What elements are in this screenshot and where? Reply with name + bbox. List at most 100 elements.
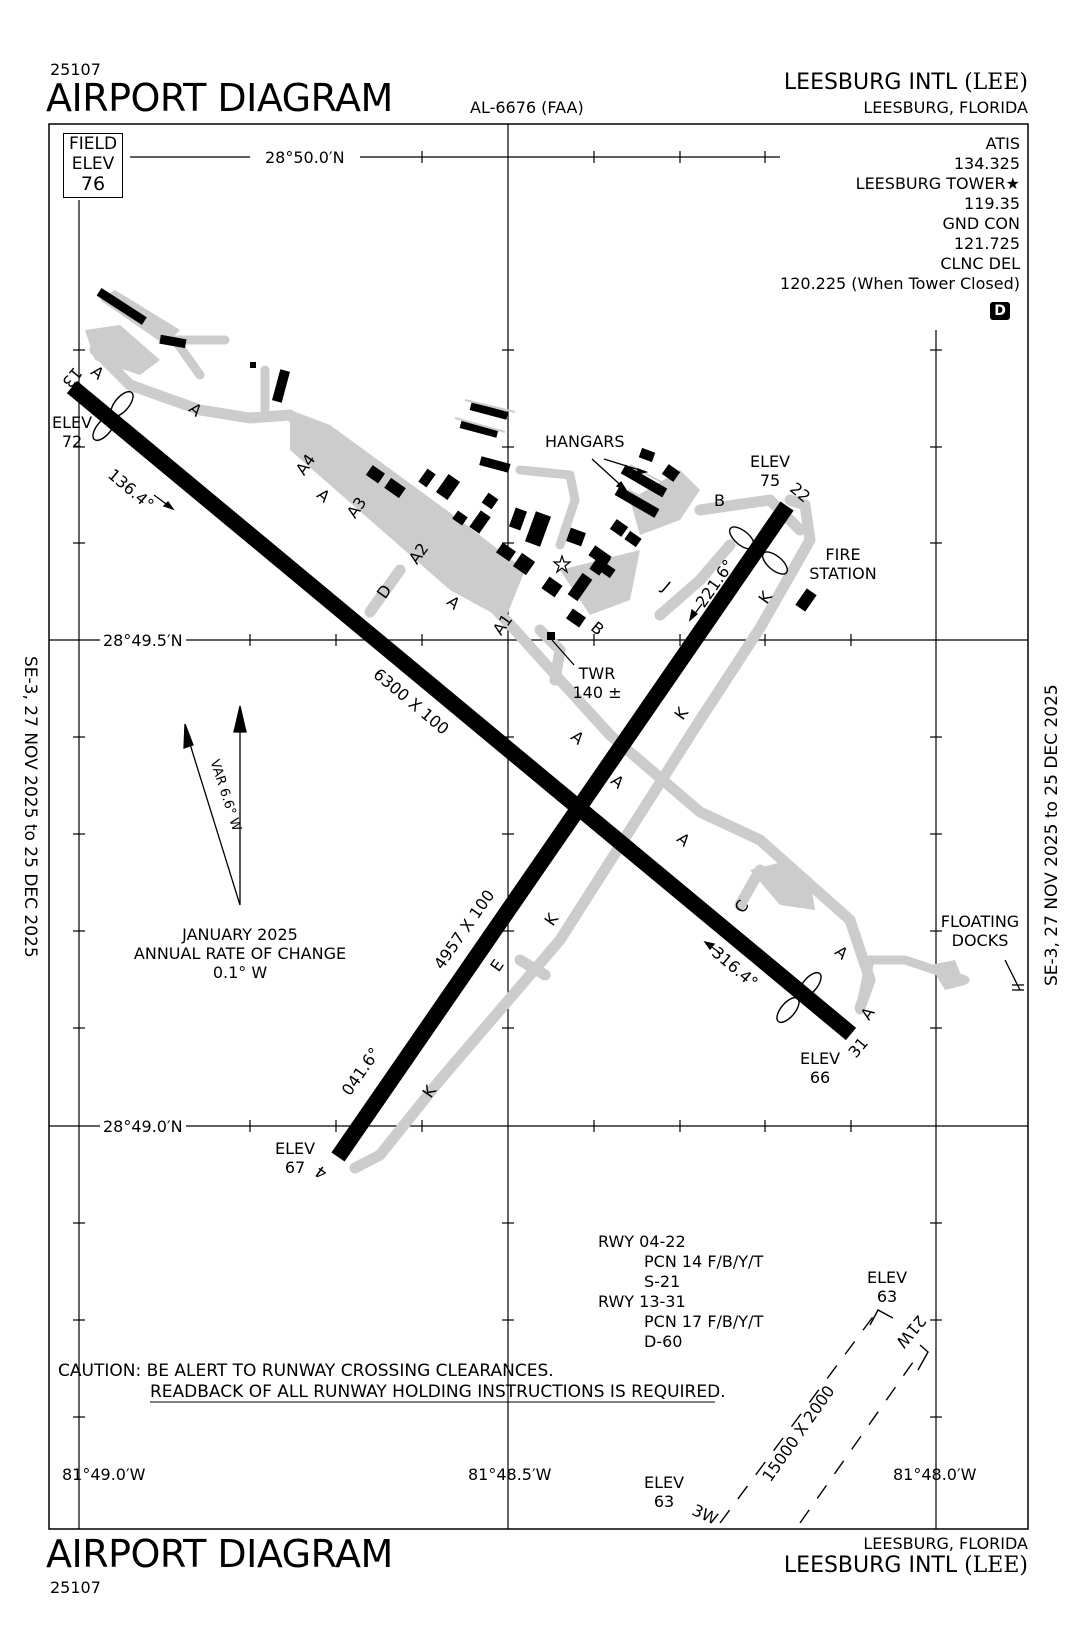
document-id: AL-6676 (FAA): [470, 98, 584, 117]
elevation-rwy13: ELEV 72: [52, 413, 92, 451]
elev-value: 66: [809, 1068, 831, 1087]
elevation-rwy31: ELEV 66: [800, 1049, 840, 1087]
main-apron: [290, 410, 525, 620]
annual-line2: ANNUAL RATE OF CHANGE: [133, 944, 347, 963]
annual-change-block: JANUARY 2025 ANNUAL RATE OF CHANGE 0.1° …: [105, 925, 375, 982]
pcn-rwy1: RWY 04-22: [598, 1232, 686, 1251]
elev-label: ELEV: [644, 1473, 685, 1492]
diagram-title-bottom: AIRPORT DIAGRAM: [46, 1532, 393, 1576]
map-frame: [48, 123, 1029, 1530]
annual-line3: 0.1° W: [212, 963, 268, 982]
elev-value: 75: [759, 471, 781, 490]
elevation-sea21: ELEV 63: [867, 1268, 907, 1306]
annual-line1: JANUARY 2025: [182, 925, 298, 944]
building-9: [418, 468, 436, 488]
airport-name-text: LEESBURG INTL: [783, 1553, 958, 1578]
control-tower: [547, 632, 555, 640]
ground-label: GND CON: [942, 214, 1020, 233]
taxiway-d: [364, 564, 406, 618]
building-22: [567, 572, 593, 602]
beacon-star-icon: [552, 554, 572, 574]
field-elev-line2: ELEV: [71, 154, 115, 174]
hangar-3: [272, 369, 290, 403]
effective-dates-left: SE-3, 27 NOV 2025 to 25 DEC 2025: [20, 656, 40, 958]
north-ramp: [85, 325, 160, 375]
elev-label: ELEV: [800, 1049, 841, 1068]
hangar-c: [620, 464, 668, 498]
pcn-rwy2: RWY 13-31: [598, 1292, 686, 1311]
coordinate-grid: [49, 124, 1028, 1529]
cycle-number-bottom: 25107: [50, 1578, 101, 1597]
airport-name-top: LEESBURG INTL (LEE): [784, 70, 1028, 95]
callout-lines: [551, 458, 1024, 991]
building-19: [541, 576, 563, 598]
docks-line1: FLOATING: [940, 912, 1020, 931]
building-17: [512, 552, 536, 576]
building-10: [435, 473, 461, 501]
building-18: [566, 527, 586, 547]
fire-station-label: FIRE STATION: [808, 545, 878, 583]
elev-label: ELEV: [867, 1268, 908, 1287]
hangar-north-1: [96, 287, 147, 325]
effective-dates-right: SE-3, 27 NOV 2025 to 25 DEC 2025: [1042, 684, 1062, 986]
latitude-top-label: 28°50.0′N: [262, 148, 348, 167]
building-16: [496, 542, 516, 562]
hangar-apron: [630, 470, 700, 535]
pcn-rwy2-value: PCN 17 F/B/Y/T: [644, 1312, 764, 1331]
dock-ramp: [930, 960, 965, 990]
tower-label: LEESBURG TOWER★: [855, 174, 1020, 193]
ground-frequency: 121.725: [953, 234, 1020, 253]
clearance-label: CLNC DEL: [940, 254, 1020, 273]
caution-line2: READBACK OF ALL RUNWAY HOLDING INSTRUCTI…: [150, 1382, 726, 1402]
elev-value: 63: [653, 1492, 675, 1511]
fire-station-building: [795, 588, 817, 612]
elevation-sea3: ELEV 63: [644, 1473, 684, 1511]
taxiway-network: [89, 335, 970, 1174]
light-markers: [92, 390, 822, 1024]
elev-value: 67: [284, 1158, 306, 1177]
longitude-right-label: 81°48.0′W: [893, 1465, 977, 1484]
atis-label: ATIS: [985, 134, 1020, 153]
elev-label: ELEV: [52, 413, 93, 432]
building-14: [508, 507, 528, 531]
building-15: [525, 511, 551, 547]
buildings: [96, 287, 817, 640]
hangar-b: [661, 464, 681, 482]
field-elevation-box: FIELD ELEV 76: [63, 133, 123, 198]
building-11: [452, 510, 468, 526]
twr-line2: 140 ±: [572, 683, 622, 702]
apron-road: [515, 465, 580, 550]
hangars-label: HANGARS: [545, 432, 625, 451]
airport-id-text: (LEE): [964, 70, 1028, 95]
fire-line1: FIRE: [825, 545, 861, 564]
field-elev-value: 76: [80, 173, 106, 195]
building-24: [566, 608, 586, 628]
diagram-title-top: AIRPORT DIAGRAM: [46, 76, 393, 120]
caution-line1: CAUTION: BE ALERT TO RUNWAY CROSSING CLE…: [58, 1361, 554, 1381]
fire-line2: STATION: [809, 564, 877, 583]
hangar-4: [469, 402, 509, 420]
building-23: [598, 561, 616, 579]
elev-value: 72: [61, 432, 83, 451]
elev-value: 63: [876, 1287, 898, 1306]
pcn-rwy1-gear: S-21: [644, 1272, 681, 1291]
longitude-left-label: 81°49.0′W: [62, 1465, 146, 1484]
airport-id-text: (LEE): [964, 1553, 1028, 1578]
atis-frequency: 134.325: [953, 154, 1020, 173]
hangar-5: [459, 420, 499, 438]
magnetic-variation-icon: [183, 705, 247, 906]
tower-frequency: 119.35: [964, 194, 1020, 213]
airport-name-bottom: LEESBURG INTL (LEE): [784, 1553, 1028, 1578]
tower-apron: [560, 550, 640, 615]
airport-name-text: LEESBURG INTL: [783, 70, 958, 95]
runway-04-22: [331, 501, 794, 1162]
building-12: [469, 510, 491, 534]
taxiway-k: [349, 494, 816, 1174]
taxiway-e: [514, 954, 551, 981]
hangar-a: [638, 447, 656, 463]
hangar-shade: [454, 399, 686, 513]
airport-diagram-badge-icon: D: [990, 302, 1010, 320]
seaplane-runway: [719, 1309, 929, 1524]
hangar-north-2: [159, 334, 187, 349]
building-7: [365, 465, 385, 484]
